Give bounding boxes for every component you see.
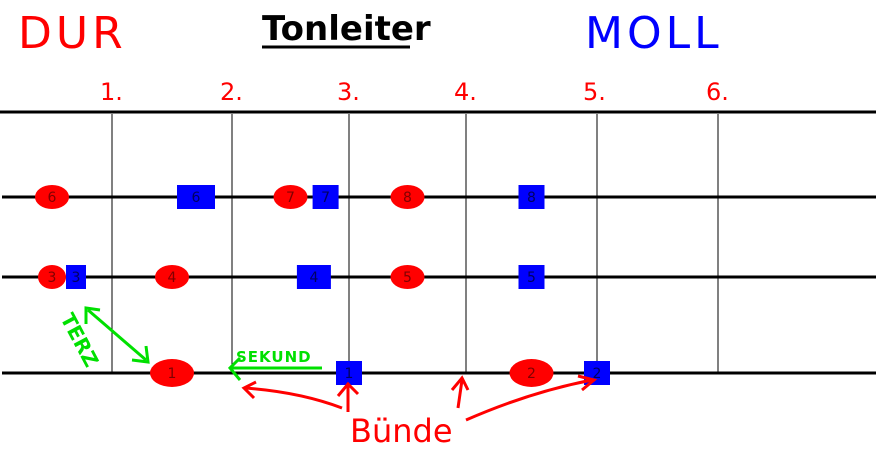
fret-number-4: 4. (454, 78, 477, 106)
fret-number-2: 2. (220, 78, 243, 106)
fret-numbers: 1. 2. 3. 4. 5. 6. (100, 78, 729, 106)
bunde-arrow-4 (465, 378, 593, 422)
minor-note-label-7: 7 (321, 190, 330, 206)
minor-note-label-4: 4 (309, 270, 318, 286)
bunde-arrowhead-3 (450, 375, 470, 391)
minor-note-7 (312, 185, 339, 209)
fret-number-6: 6. (706, 78, 729, 106)
terz-arrowhead-start (84, 306, 101, 324)
strings (2, 195, 876, 375)
minor-note-1 (336, 361, 362, 385)
bunde-arrowhead-4 (577, 374, 598, 392)
fret-number-5: 5. (583, 78, 606, 106)
sekund-arrowhead (227, 356, 242, 381)
fret-number-3: 3. (337, 78, 360, 106)
major-note-label-2: 2 (527, 366, 536, 382)
minor-note-label-3: 3 (72, 270, 81, 286)
terz-annotation: TERZ (56, 306, 150, 371)
major-note-label-6: 6 (48, 190, 57, 206)
minor-note-label-6: 6 (192, 190, 201, 206)
terz-arrowhead-end (131, 345, 150, 364)
page-title: Tonleiter (262, 9, 431, 49)
major-note-label-8: 8 (403, 190, 412, 206)
frets (111, 114, 719, 372)
sekund-annotation: SEKUND (227, 348, 322, 381)
major-note-3 (38, 265, 66, 289)
sekund-label: SEKUND (236, 348, 312, 366)
minor-note-label-2: 2 (593, 366, 602, 382)
major-note-label-1: 1 (168, 366, 177, 382)
terz-arrow (87, 308, 147, 362)
minor-note-label-5: 5 (527, 270, 536, 286)
major-note-6 (35, 185, 69, 209)
major-note-1 (150, 359, 194, 387)
major-note-label-5: 5 (403, 270, 412, 286)
major-note-7 (273, 185, 308, 209)
minor-note-4 (296, 265, 331, 289)
bunde-arrowhead-1 (241, 380, 257, 400)
minor-note-5 (518, 265, 545, 289)
minor-label: MOLL (585, 8, 723, 59)
major-note-8 (390, 185, 425, 209)
minor-note-label-8: 8 (527, 190, 536, 206)
bunde-annotation: Bünde (241, 374, 598, 450)
major-note-label-4: 4 (168, 270, 177, 286)
minor-note-6 (177, 185, 215, 209)
major-note-2 (509, 359, 554, 387)
minor-note-8 (518, 185, 545, 209)
bunde-arrowhead-2 (336, 381, 360, 397)
fret-number-1: 1. (100, 78, 123, 106)
bunde-arrow-1 (244, 386, 343, 410)
minor-note-3 (66, 265, 86, 289)
bunde-label: Bünde (350, 412, 453, 450)
major-label: DUR (18, 8, 127, 59)
major-note-5 (390, 265, 425, 289)
major-note-4 (155, 265, 189, 289)
major-note-label-3: 3 (48, 270, 57, 286)
notes: 1 2 3 4 5 6 7 8 1 2 3 4 5 6 7 8 (35, 185, 610, 387)
bunde-arrow-3 (456, 379, 464, 409)
minor-note-label-1: 1 (345, 366, 354, 382)
major-note-label-7: 7 (286, 190, 295, 206)
